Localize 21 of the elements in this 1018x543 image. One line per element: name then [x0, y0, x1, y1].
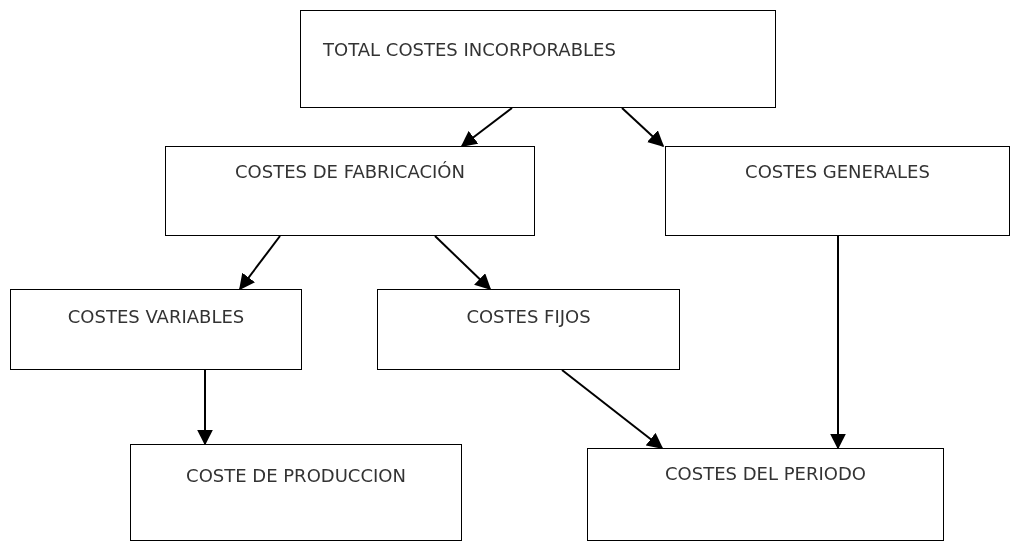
- box-label: COSTES GENERALES: [744, 161, 931, 182]
- process-box: [10, 289, 302, 370]
- box-label: COSTES VARIABLES: [66, 306, 246, 327]
- arrow: [434, 235, 492, 291]
- arrow: [460, 107, 513, 147]
- process-box: [165, 146, 535, 236]
- arrow: [621, 107, 665, 148]
- process-box: [587, 448, 944, 541]
- process-box: [130, 444, 462, 541]
- box-label: COSTE DE PRODUCCION: [185, 465, 407, 486]
- box-label: TOTAL COSTES INCORPORABLES: [323, 39, 616, 60]
- arrow: [830, 235, 846, 450]
- process-box: [377, 289, 680, 370]
- process-box: [300, 10, 776, 108]
- process-box: [665, 146, 1010, 236]
- box-label: COSTES DEL PERIODO: [664, 463, 867, 484]
- box-label: COSTES DE FABRICACIÓN: [234, 161, 466, 182]
- arrow: [561, 369, 664, 449]
- arrow: [197, 369, 213, 446]
- arrow: [239, 235, 281, 291]
- box-label: COSTES FIJOS: [465, 306, 592, 327]
